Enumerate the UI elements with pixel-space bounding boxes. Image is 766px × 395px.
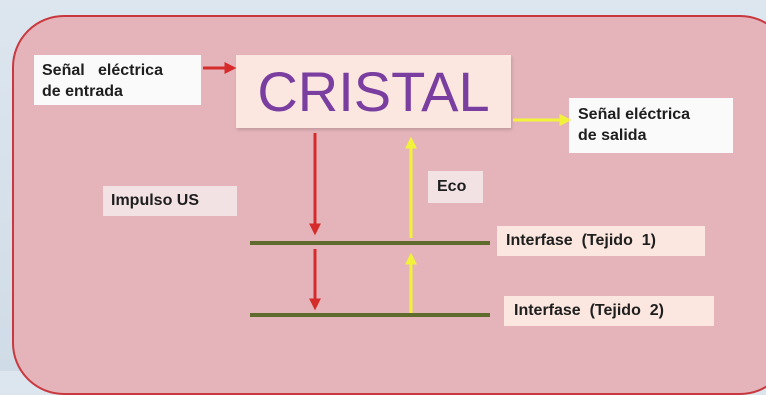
echo-label: Eco xyxy=(428,171,483,203)
crystal-label: CRISTAL xyxy=(236,55,511,128)
interface-2-label: Interfase (Tejido 2) xyxy=(504,296,714,326)
pulse-label: Impulso US xyxy=(103,186,237,216)
diagram-arrows xyxy=(203,62,572,317)
interface-1-label: Interfase (Tejido 1) xyxy=(497,226,705,256)
input-signal-label: Señal eléctrica de entrada xyxy=(34,55,201,105)
output-signal-label: Señal eléctrica de salida xyxy=(569,98,733,153)
